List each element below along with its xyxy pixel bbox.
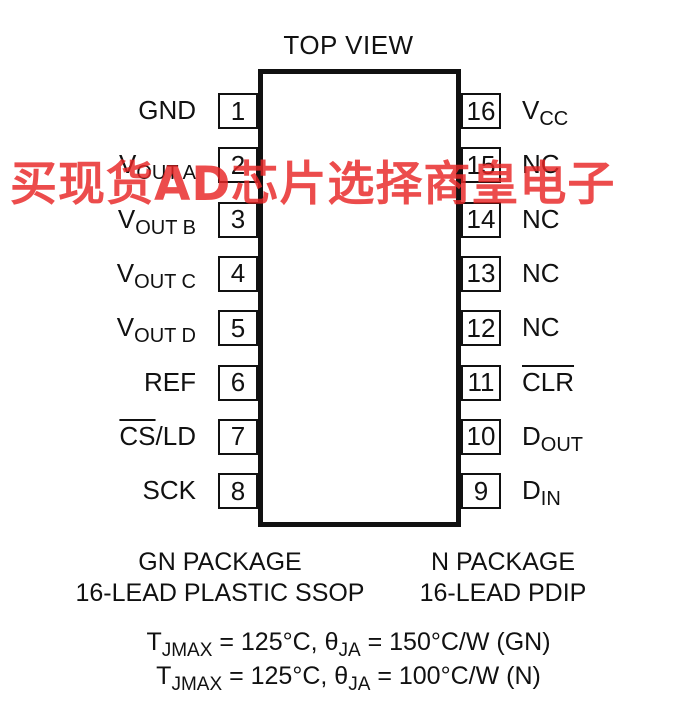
right-pin-16-label: VCC (522, 95, 569, 130)
left-pin-5-label: VOUT D (116, 312, 196, 348)
gn-package-desc: 16-LEAD PLASTIC SSOP (75, 579, 365, 607)
right-pin-13-label: NC (522, 257, 560, 288)
right-pin-11-label: CLR (522, 366, 575, 397)
left-pin-6-label: REF (144, 366, 196, 397)
top-view-title: TOP VIEW (283, 30, 414, 60)
left-pin-3-label: VOUT B (117, 203, 196, 239)
watermark-text: 买现货AD芯片选择商皇电子 (10, 157, 616, 212)
left-pin-4-label: VOUT C (116, 257, 196, 293)
right-pin-12-number: 12 (461, 310, 501, 347)
right-pin-14-number: 14 (461, 201, 501, 238)
left-pin-2-number: 2 (218, 147, 258, 184)
left-pin-1-number: 1 (218, 93, 258, 129)
right-pin-9-label: DIN (522, 475, 561, 511)
left-pin-1-label: GND (138, 95, 196, 125)
right-pin-15-label: NC (522, 149, 560, 180)
left-pin-4-number: 4 (218, 255, 258, 292)
n-package-name: N PACKAGE (430, 548, 576, 576)
left-pin-2-label: VOUT A (119, 149, 196, 185)
left-pin-3-number: 3 (218, 201, 258, 238)
left-pin-8-number: 8 (218, 473, 258, 510)
right-pin-10-label: DOUT (522, 420, 583, 456)
ic-package-body (258, 69, 461, 527)
left-pin-8-label: SCK (142, 475, 196, 506)
right-pin-14-label: NC (522, 203, 560, 234)
left-pin-5-number: 5 (218, 310, 258, 347)
left-pin-7-number: 7 (218, 418, 258, 455)
right-pin-15-number: 15 (461, 147, 501, 184)
gn-package-name: GN PACKAGE (138, 548, 302, 576)
left-pin-7-label: CS/LD (119, 420, 196, 451)
right-pin-12-label: NC (522, 312, 560, 343)
n-package-label: N PACKAGE 16-LEAD PDIP (393, 547, 613, 609)
right-pin-11-number: 11 (461, 364, 501, 401)
right-pin-16-number: 16 (461, 93, 501, 129)
right-pin-10-number: 10 (461, 418, 501, 455)
thermal-note-gn: TJMAX = 125°C, θJA = 150°C/W (GN) (146, 628, 551, 661)
n-package-desc: 16-LEAD PDIP (419, 579, 587, 607)
right-pin-9-number: 9 (461, 473, 501, 510)
gn-package-label: GN PACKAGE 16-LEAD PLASTIC SSOP (60, 547, 380, 609)
thermal-note-n: TJMAX = 125°C, θJA = 100°C/W (N) (156, 662, 541, 695)
right-pin-13-number: 13 (461, 255, 501, 292)
left-pin-6-number: 6 (218, 364, 258, 401)
